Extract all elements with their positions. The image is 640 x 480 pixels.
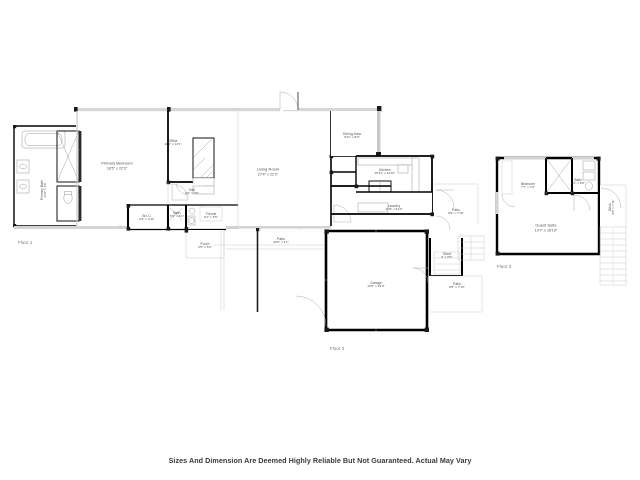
shower-cross-hatch — [56, 130, 80, 183]
wall-node — [430, 212, 435, 217]
wall-node — [570, 191, 575, 196]
wall-node — [13, 224, 17, 228]
patio-side-edges — [434, 183, 479, 224]
wall-top-gray-left — [75, 108, 280, 112]
kitchen-partition — [355, 156, 391, 187]
bath3-door-arc — [573, 194, 591, 212]
exterior-steps-lower — [433, 251, 461, 275]
deck-door-arc — [600, 187, 622, 209]
wall-node — [329, 170, 334, 175]
exterior-steps — [457, 235, 485, 261]
floor3-top-gray-2 — [572, 157, 594, 160]
sink-bowl — [19, 183, 27, 190]
toilet-bowl — [188, 217, 195, 224]
service-band-floor — [128, 206, 238, 230]
bath3-tub-icon — [582, 160, 596, 171]
hall-door-arc — [171, 183, 189, 201]
site-guide-lines — [220, 230, 225, 310]
floor-2-group — [295, 229, 485, 332]
hall-door-leaf — [171, 184, 188, 201]
wall-node — [424, 229, 429, 234]
wall-node — [424, 327, 429, 332]
wall-node — [324, 327, 329, 332]
wall-node — [495, 156, 500, 161]
floor-caption-1: Floor 1 — [18, 240, 33, 245]
wall-node — [329, 154, 334, 159]
porch-floor — [186, 230, 224, 258]
wall-node — [184, 227, 189, 231]
wall-node — [126, 204, 131, 208]
wall-node — [74, 107, 78, 112]
staircase — [599, 226, 627, 286]
deck-edges — [600, 184, 627, 227]
bath-sink-icon — [188, 207, 196, 215]
wall-node — [256, 228, 260, 232]
entry-door-panel — [280, 92, 298, 110]
bedroom-closet-door-arc — [501, 193, 516, 208]
wall-node — [430, 154, 435, 159]
laundry-appliance-row — [357, 202, 389, 213]
shed-floor — [434, 240, 462, 274]
bath3-toilet-icon — [585, 181, 593, 191]
kitchen-sink-icon — [397, 164, 409, 174]
patio-front-floor — [226, 229, 331, 249]
dining-right-wall — [377, 111, 381, 156]
living-door-arc — [333, 204, 352, 223]
garage-overhead-arc — [295, 295, 327, 327]
patio-rear-edges — [430, 275, 483, 313]
bath3-counter — [582, 171, 596, 181]
floor-caption-3: Floor 3 — [497, 264, 512, 269]
wall-node — [184, 229, 189, 233]
wall-node — [544, 191, 549, 196]
garage-tick-marks — [324, 229, 377, 332]
wall-node — [376, 152, 381, 157]
patio-tick-marks — [259, 227, 301, 231]
wall-node — [167, 107, 171, 112]
bathtub-basin — [24, 133, 63, 146]
bedroom-door-arc — [175, 181, 190, 196]
garage-floor — [326, 231, 427, 330]
floor3-left-gray — [496, 192, 499, 214]
floor-caption-2: Floor 2 — [330, 346, 345, 351]
kitchen-counter-top — [357, 157, 417, 166]
wall-node — [495, 251, 500, 256]
floor-1-group — [13, 91, 479, 312]
disclaimer-text: Sizes And Dimension Are Deemed Highly Re… — [168, 456, 472, 465]
closet-hatch-lines — [192, 137, 215, 179]
hall-closet-shelf — [192, 185, 215, 195]
wall-node — [166, 180, 171, 185]
toilet-tank — [64, 191, 72, 195]
wall-node — [13, 125, 17, 129]
wall-node — [126, 227, 131, 231]
shower-wall-stub — [79, 131, 82, 182]
floor-3-group — [495, 156, 627, 286]
bedroom-closet — [501, 160, 513, 195]
wc-wall-stub — [79, 186, 82, 221]
dining-floor — [331, 111, 381, 156]
floor3-top-gray-1 — [504, 157, 546, 160]
living-door-leaf — [333, 205, 351, 223]
floor3-floor — [497, 158, 599, 254]
throne-outline — [199, 206, 223, 222]
entry-door-leaf — [297, 92, 299, 110]
office-closet — [192, 137, 215, 179]
living-bottom-wall — [226, 226, 331, 229]
wall-node — [324, 229, 329, 234]
floor3-walls — [495, 156, 601, 256]
wall-node — [377, 106, 382, 112]
patio-door-arc-2 — [435, 215, 451, 231]
wall-node — [354, 184, 359, 189]
wall-node — [166, 227, 171, 231]
wall-node — [596, 156, 601, 161]
patio-rear-floor — [430, 276, 482, 312]
deck-floor — [600, 185, 626, 227]
bath-shower-cross — [169, 207, 183, 221]
wall-top-gray-right — [283, 108, 381, 112]
floor3-closet-cross — [545, 157, 573, 194]
patio-side-door-arc — [435, 189, 455, 209]
sink-bowl — [19, 163, 27, 170]
